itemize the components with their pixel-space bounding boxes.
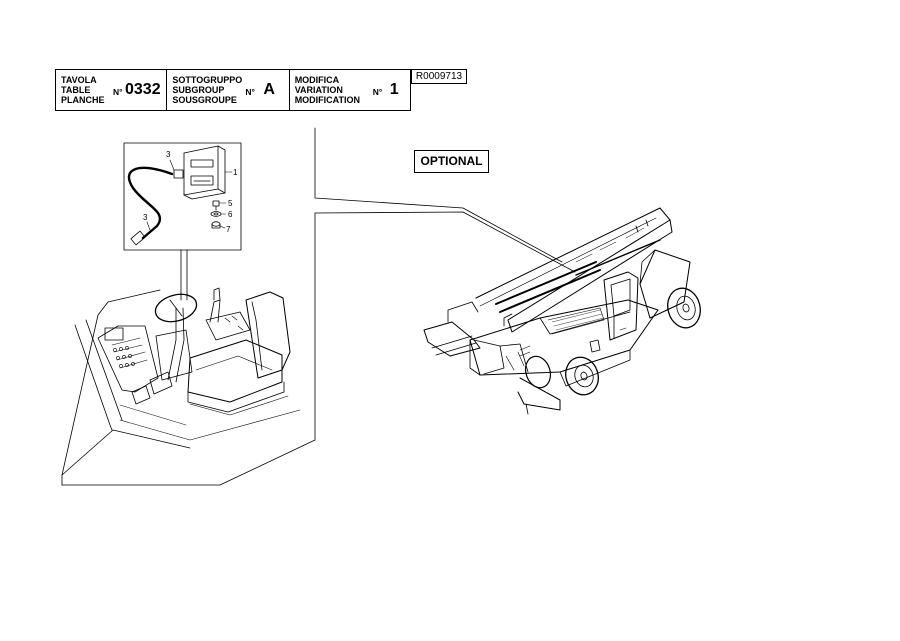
modification-cell: MODIFICA VARIATION MODIFICATION N° 1: [290, 70, 410, 110]
control-unit: [183, 145, 226, 200]
subgroup-label-en: SUBGROUP: [172, 85, 225, 95]
hardware-parts: [210, 200, 222, 229]
view-leader-lines: [61, 127, 576, 486]
optional-label: OPTIONAL: [414, 150, 489, 173]
modification-label-en: VARIATION: [294, 85, 343, 95]
callout-3-top: 3: [166, 150, 171, 159]
callout-leaders: [146, 159, 233, 231]
callout-1: 1: [233, 168, 238, 177]
table-cell: TAVOLA TABLE PLANCHE N° 0332: [56, 70, 168, 110]
operator-cab-drawing: [61, 287, 301, 486]
table-no-label: N°: [113, 87, 123, 97]
callout-7: 7: [226, 225, 231, 234]
detail-inset: [123, 142, 242, 301]
table-label-it: TAVOLA: [61, 75, 97, 85]
table-number: 0332: [125, 81, 161, 98]
table-label-fr: PLANCHE: [61, 95, 105, 105]
reach-stacker-drawing: [423, 207, 701, 415]
callout-numbers: 3 1 5 6 7 3: [143, 150, 238, 234]
callout-6: 6: [228, 210, 233, 219]
callout-5: 5: [228, 199, 233, 208]
title-block: TAVOLA TABLE PLANCHE N° 0332 SOTTOGRUPPO…: [55, 69, 411, 111]
cable-assembly: [127, 166, 184, 246]
subgroup-labels: SOTTOGRUPPO SUBGROUP SOUSGROUPE: [172, 75, 242, 105]
modification-label-fr: MODIFICATION: [294, 95, 361, 105]
subgroup-label-fr: SOUSGROUPE: [172, 95, 237, 105]
modification-label-it: MODIFICA: [294, 75, 340, 85]
table-labels: TAVOLA TABLE PLANCHE: [61, 75, 105, 105]
table-label-en: TABLE: [61, 85, 91, 95]
callout-3-bottom: 3: [143, 213, 148, 222]
modification-value: 1: [389, 81, 399, 98]
subgroup-no-label: N°: [245, 87, 255, 97]
reference-code: R0009713: [411, 69, 467, 84]
subgroup-label-it: SOTTOGRUPPO: [172, 75, 243, 85]
modification-no-label: N°: [372, 87, 383, 97]
modification-labels: MODIFICA VARIATION MODIFICATION: [295, 75, 360, 105]
subgroup-cell: SOTTOGRUPPO SUBGROUP SOUSGROUPE N° A: [167, 70, 290, 110]
subgroup-value: A: [263, 81, 275, 98]
